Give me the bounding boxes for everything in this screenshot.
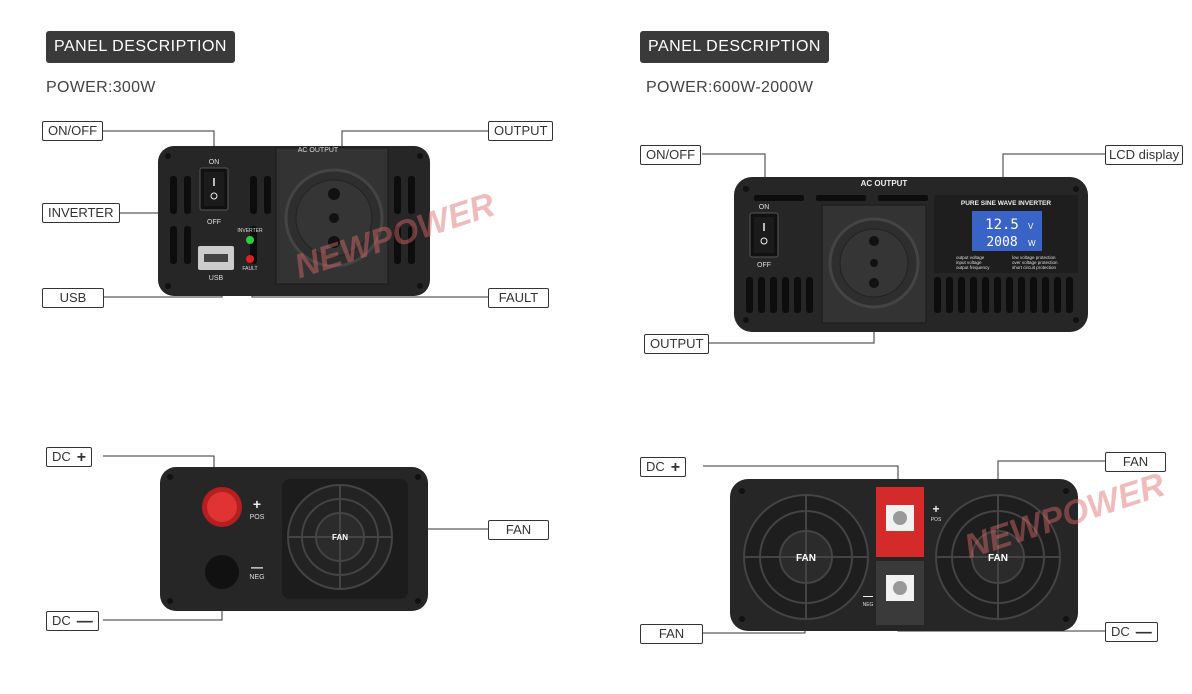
callout-on-off-right: ON/OFF [640, 145, 702, 165]
on-label: ON [759, 204, 770, 211]
ac-output-label: AC OUTPUT [298, 147, 339, 154]
callout-inverter: INVERTER [42, 203, 120, 223]
legend-short-circuit: short circuit protection [1012, 265, 1057, 270]
inverter-title: PURE SINE WAVE INVERTER [961, 200, 1051, 207]
pos-label: POS [250, 514, 265, 521]
pos-label: POS [931, 517, 942, 523]
lcd-power: 2008 [986, 235, 1017, 250]
right-back-panel: FAN FAN + POS — NEG [730, 479, 1078, 631]
on-label: ON [209, 159, 220, 166]
neg-label: NEG [249, 574, 264, 581]
callout-usb: USB [42, 288, 104, 308]
callout-output: OUTPUT [488, 121, 554, 141]
callout-lcd-display-text: LCD display [1109, 147, 1180, 162]
right-fan-grille [935, 494, 1061, 620]
callout-fan: FAN [488, 520, 549, 540]
callout-lcd-display: LCD display [1105, 145, 1184, 165]
right-front-panel: ON OFF AC OUTPUT PURE SINE WAVE INVERTER… [734, 177, 1088, 332]
callout-usb-text: USB [59, 290, 87, 305]
callout-dc-plus-text: DC [52, 449, 71, 464]
lcd-screen [972, 211, 1042, 251]
callout-dc-minus-right-text: DC [1111, 624, 1130, 639]
ac-output-label: AC OUTPUT [861, 179, 908, 188]
fan-right-label: FAN [988, 553, 1008, 564]
left-fan-grille [743, 494, 869, 620]
fan-label: FAN [332, 533, 348, 542]
callout-dc-minus: DC — [46, 611, 99, 631]
legend-over-voltage: over voltage protection [1012, 260, 1058, 265]
off-label: OFF [757, 262, 771, 269]
neg-sign: — [863, 591, 873, 602]
off-label: OFF [207, 219, 221, 226]
inverter-led-label: INVERTER [237, 228, 263, 234]
minus-icon: — [76, 612, 93, 630]
pos-sign: + [932, 502, 939, 516]
usb-port-label: USB [209, 275, 224, 282]
legend-output-voltage: output voltage [956, 255, 985, 260]
callout-output-right-text: OUTPUT [650, 336, 704, 351]
callout-fan-left: FAN [640, 624, 703, 644]
callout-fault: FAULT [488, 288, 549, 308]
callout-on-off-right-text: ON/OFF [646, 147, 696, 162]
callout-dc-plus-right: DC + [640, 457, 687, 477]
callout-dc-plus-right-text: DC [646, 459, 665, 474]
minus-icon: — [1135, 623, 1152, 641]
plus-icon: + [670, 458, 681, 476]
callout-inverter-text: INVERTER [48, 205, 114, 220]
left-back-panel: + POS — NEG FAN [160, 467, 428, 611]
power-label-right: POWER:600W-2000W [646, 79, 814, 96]
panel-description-header-left: PANEL DESCRIPTION [46, 31, 235, 63]
callout-fan-text: FAN [505, 522, 532, 537]
lcd-voltage: 12.5 [985, 217, 1019, 233]
callout-output-text: OUTPUT [494, 123, 548, 138]
panel-description-header-right: PANEL DESCRIPTION [640, 31, 829, 63]
callout-output-right: OUTPUT [644, 334, 710, 354]
fault-led-label: FAULT [242, 266, 257, 272]
callout-dc-minus-text: DC [52, 613, 71, 628]
lcd-voltage-unit: V [1028, 222, 1034, 231]
legend-output-frequency: output frequency [956, 265, 990, 270]
neg-label: NEG [863, 602, 874, 608]
callout-on-off: ON/OFF [42, 121, 104, 141]
callout-dc-plus: DC + [46, 447, 93, 467]
power-label-left: POWER:300W [46, 79, 156, 96]
callout-fan-right: FAN [1105, 452, 1166, 472]
callout-dc-minus-right: DC — [1105, 622, 1158, 642]
fan-grille [282, 479, 408, 599]
fan-left-label: FAN [796, 553, 816, 564]
callout-fan-left-text: FAN [658, 626, 685, 641]
pos-sign: + [253, 496, 261, 512]
plus-icon: + [76, 448, 87, 466]
left-front-panel: AC OUTPUT ON OFF INVERTER FAULT USB [158, 146, 430, 296]
callout-on-off-text: ON/OFF [48, 123, 98, 138]
callout-fault-text: FAULT [498, 290, 539, 305]
neg-sign: — [251, 560, 263, 574]
lcd-power-unit: W [1028, 239, 1036, 248]
callout-fan-right-text: FAN [1122, 454, 1149, 469]
legend-low-voltage: low voltage protection [1012, 255, 1056, 260]
legend-input-voltage: input voltage [956, 260, 982, 265]
